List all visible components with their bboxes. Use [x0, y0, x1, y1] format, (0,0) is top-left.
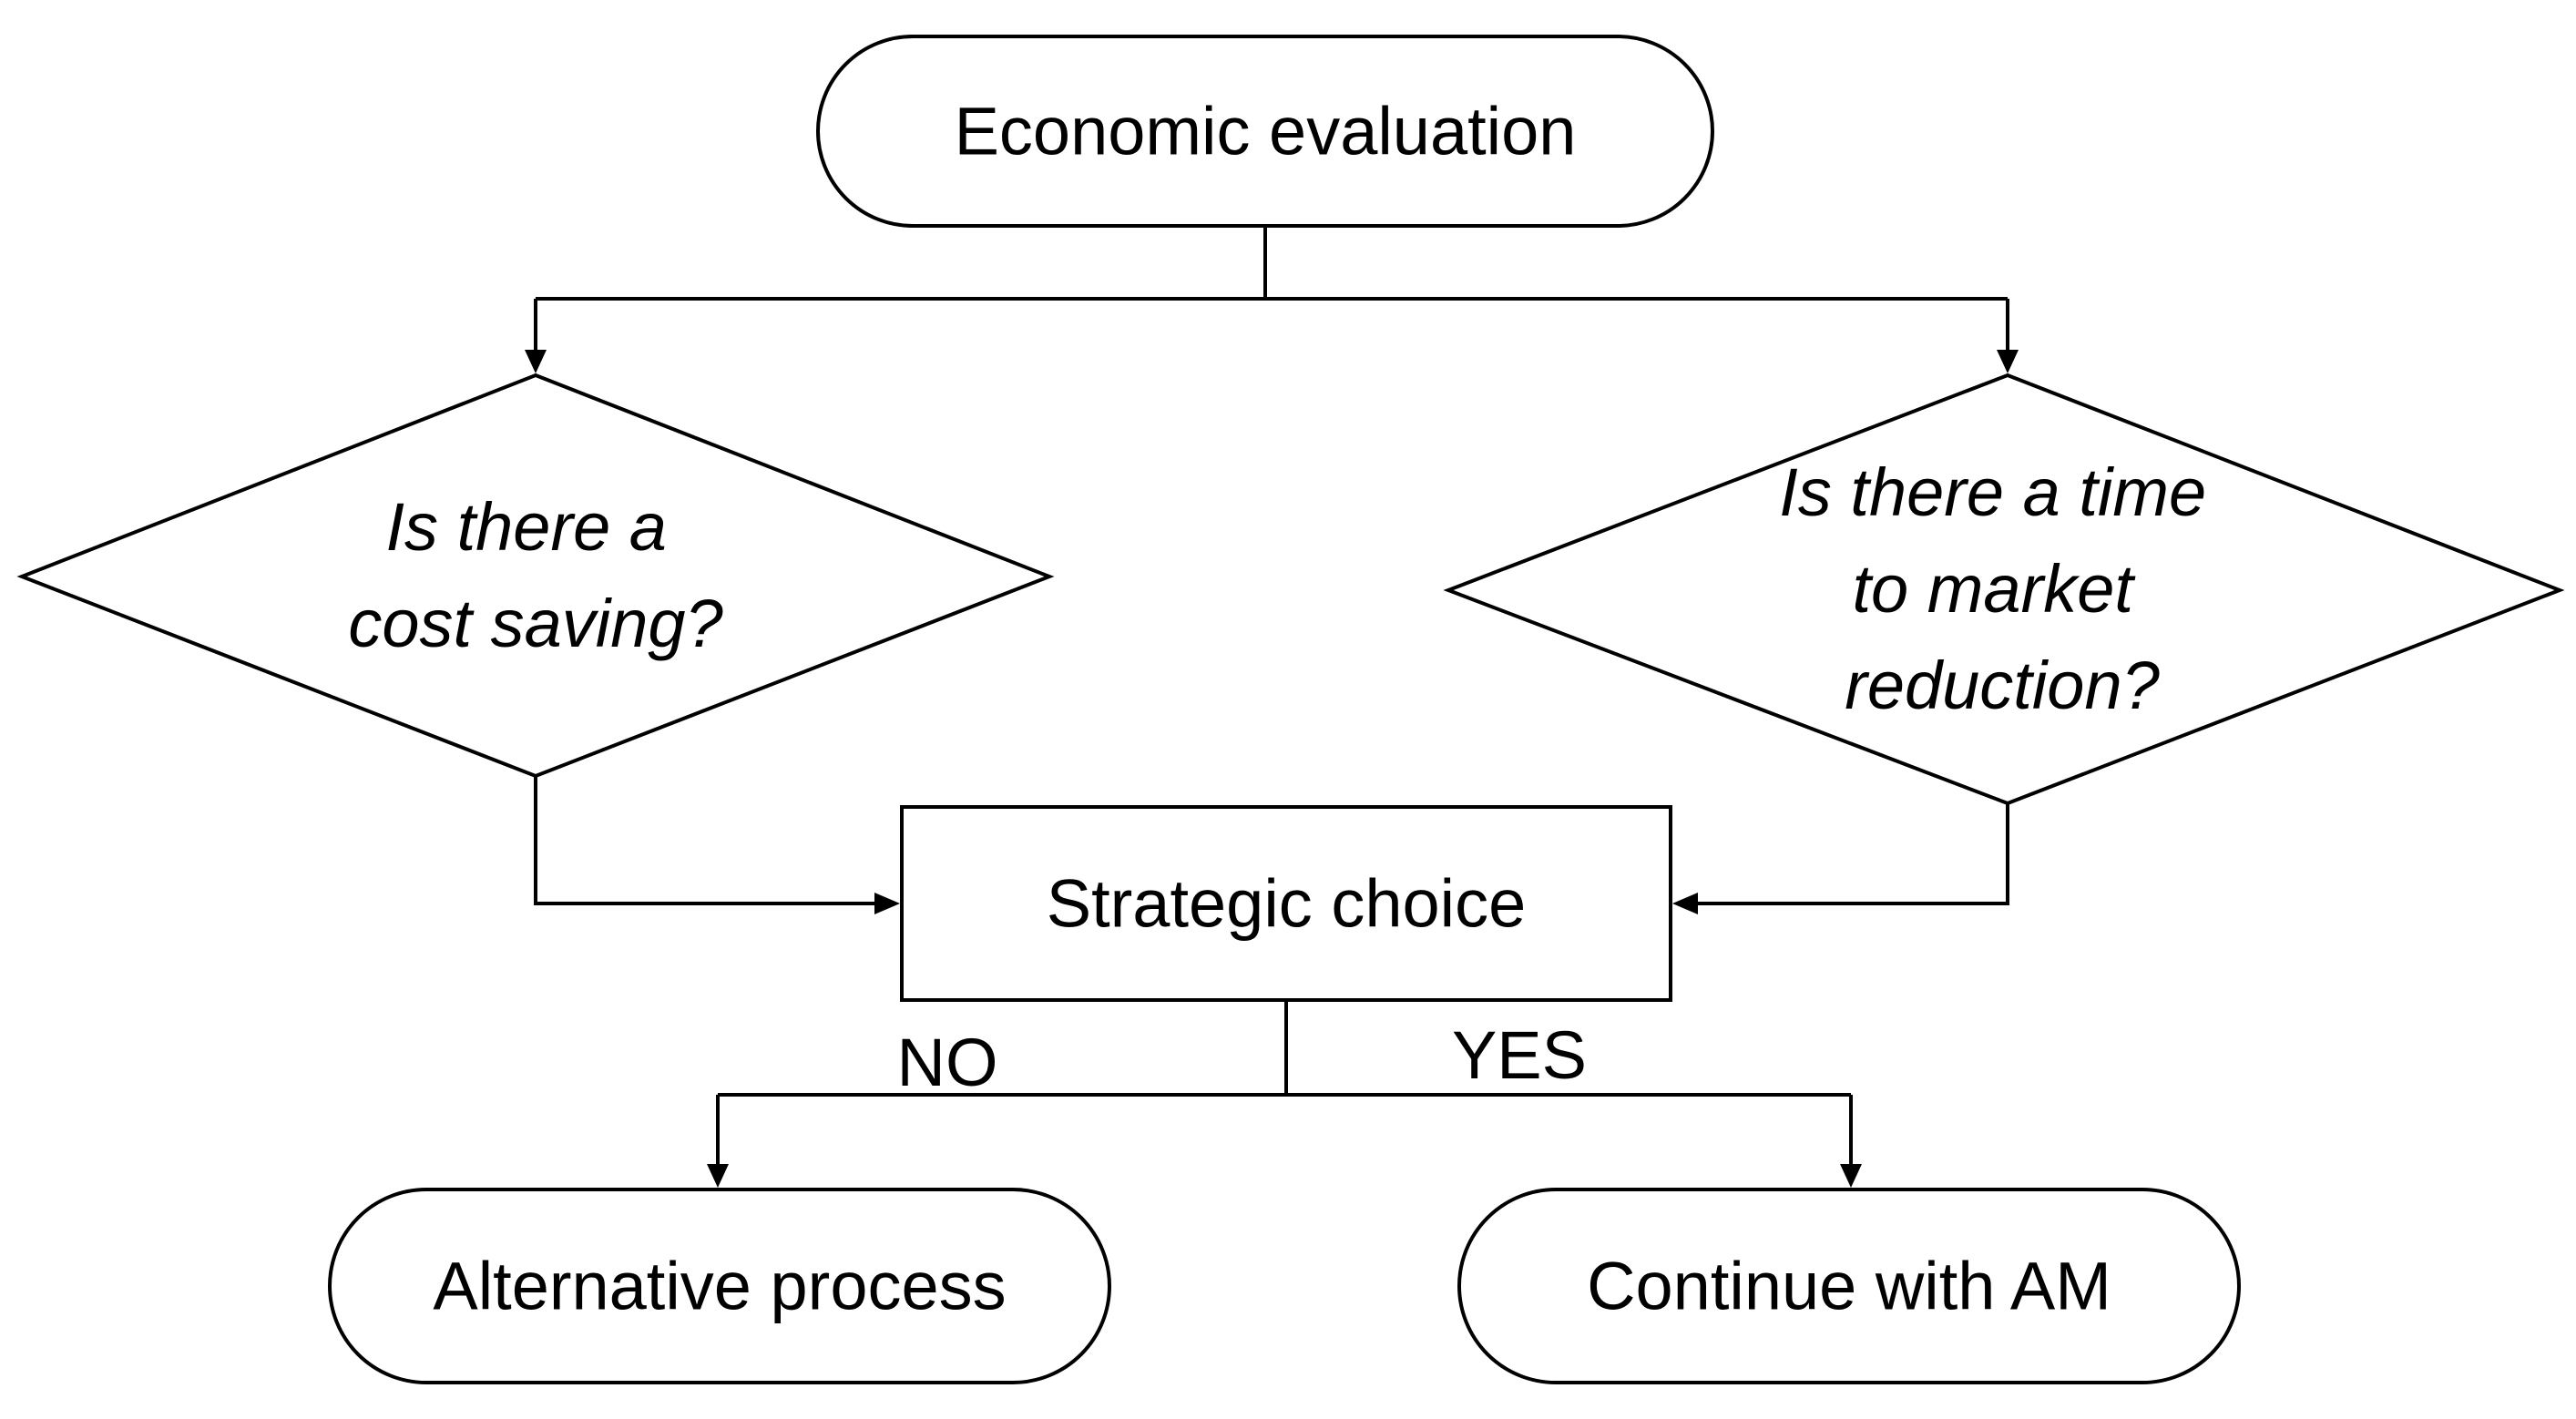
edge-label-no: NO — [897, 1025, 998, 1100]
arrow-to-alternative-process — [707, 1164, 729, 1188]
connector-strategic-split — [707, 1000, 1862, 1188]
node-cost-saving-question: Is there a cost saving? — [16, 373, 1055, 779]
node-alternative-process: Alternative process — [328, 1188, 1111, 1384]
node-continue-with-am: Continue with AM — [1457, 1188, 2241, 1384]
connector-time-to-strategic — [1672, 803, 2009, 914]
connector-start-split — [525, 226, 2019, 373]
node-cost-saving-question-label: Is there a cost saving? — [348, 489, 722, 661]
arrow-to-continue-am — [1840, 1164, 1862, 1188]
node-time-to-market-question: Is there a time to market reduction? — [1443, 373, 2565, 806]
arrow-to-cost-question — [525, 350, 547, 373]
edge-label-yes: YES — [1452, 1017, 1587, 1093]
connector-cost-to-strategic — [534, 776, 900, 914]
node-time-to-market-question-label: Is there a time to market reduction? — [1779, 454, 2224, 723]
node-economic-evaluation-label: Economic evaluation — [955, 94, 1577, 169]
node-continue-with-am-label: Continue with AM — [1587, 1249, 2111, 1324]
node-alternative-process-label: Alternative process — [433, 1249, 1006, 1324]
arrow-into-strategic-right — [1672, 893, 1698, 914]
arrow-to-time-question — [1997, 350, 2019, 373]
node-strategic-choice-label: Strategic choice — [1047, 866, 1527, 942]
arrow-into-strategic-left — [874, 893, 900, 914]
node-strategic-choice: Strategic choice — [900, 805, 1672, 1002]
node-economic-evaluation: Economic evaluation — [816, 35, 1714, 228]
